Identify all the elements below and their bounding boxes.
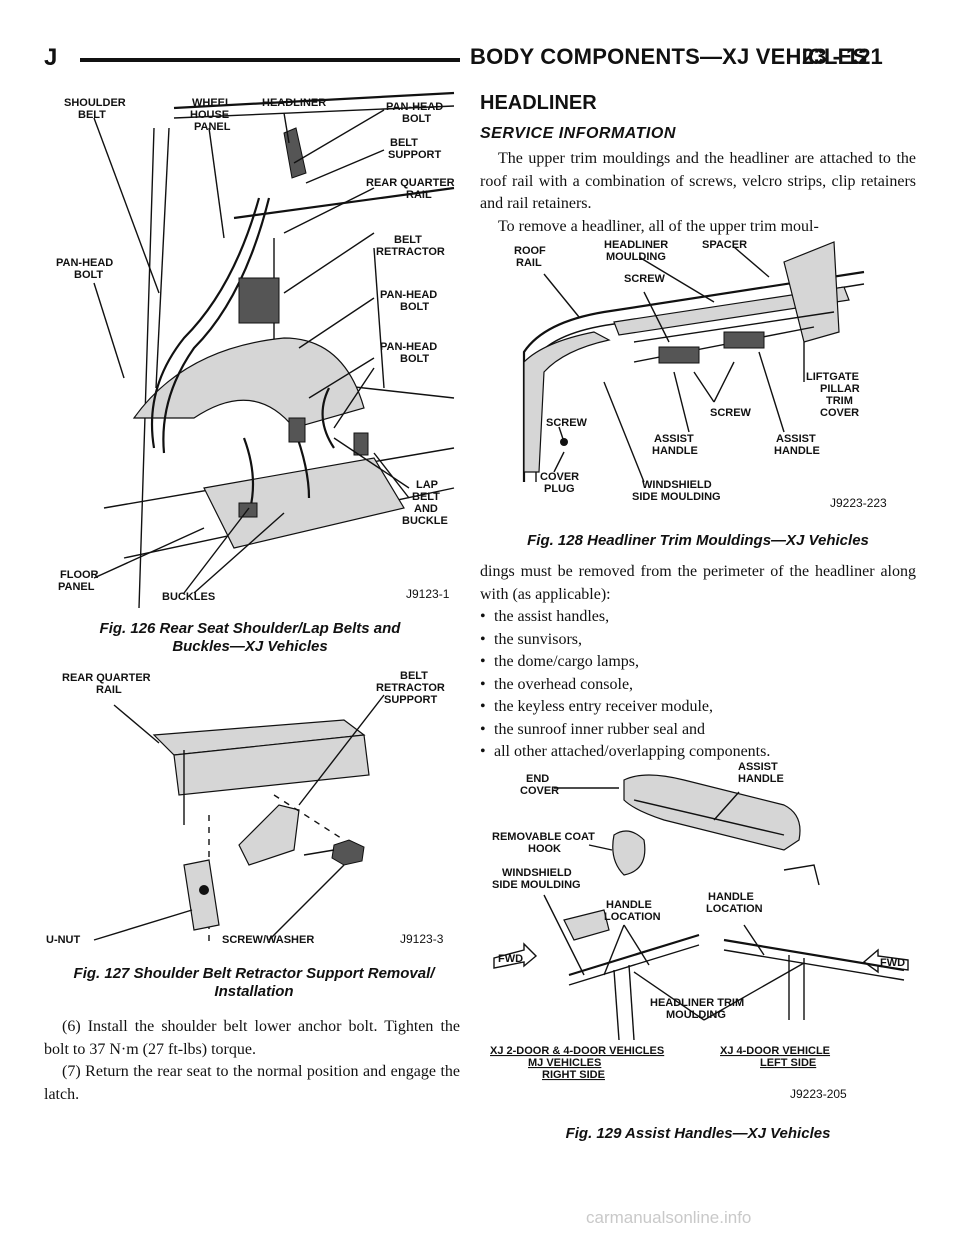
removal-list: the assist handles, the sunvisors, the d… xyxy=(480,606,916,764)
header-title: BODY COMPONENTS—XJ VEHICLES xyxy=(470,44,868,69)
label-fwd-right: FWD xyxy=(880,957,905,969)
label-fwd-left: FWD xyxy=(498,953,523,965)
fig127-code: J9123-3 xyxy=(400,932,444,946)
label-u-nut: U-NUT xyxy=(46,934,80,946)
watermark: carmanualsonline.info xyxy=(586,1208,752,1227)
fig129-caption: Fig. 129 Assist Handles—XJ Vehicles xyxy=(565,1125,831,1142)
label-headliner: HEADLINER xyxy=(262,97,326,109)
headliner-removal-text: dings must be removed from the perimeter… xyxy=(480,561,916,606)
fig128-caption: Fig. 128 Headliner Trim Mouldings—XJ Veh… xyxy=(527,532,869,549)
fig128-code: J9223-223 xyxy=(830,496,887,510)
headliner-intro: The upper trim mouldings and the headlin… xyxy=(480,148,916,238)
step-7: (7) Return the rear seat to the normal p… xyxy=(44,1063,460,1103)
label-screw-washer: SCREW/WASHER xyxy=(222,934,314,946)
subsection-heading: SERVICE INFORMATION xyxy=(480,125,676,142)
step-6: (6) Install the shoulder belt lower anch… xyxy=(44,1018,460,1058)
fig126-caption: Fig. 126 Rear Seat Shoulder/Lap Belts an… xyxy=(99,620,401,655)
label-buckles: BUCKLES xyxy=(162,591,215,603)
page-number: 23 - 121 xyxy=(802,44,883,69)
left-body-text: (6) Install the shoulder belt lower anch… xyxy=(44,1016,460,1106)
headliner-para-3: dings must be removed from the perimeter… xyxy=(480,563,916,603)
list-item: the keyless entry receiver module, xyxy=(480,696,916,719)
list-item: the sunvisors, xyxy=(480,629,916,652)
list-item: the assist handles, xyxy=(480,606,916,629)
headliner-para-1: The upper trim mouldings and the headlin… xyxy=(480,150,916,212)
fig129-code: J9223-205 xyxy=(790,1087,847,1101)
list-item: the dome/cargo lamps, xyxy=(480,651,916,674)
label-screw-top: SCREW xyxy=(624,273,666,285)
list-item: all other attached/overlapping component… xyxy=(480,741,916,764)
fig126-code: J9123-1 xyxy=(406,587,450,601)
list-item: the overhead console, xyxy=(480,674,916,697)
label-spacer: SPACER xyxy=(702,239,747,251)
headliner-para-2: To remove a headliner, all of the upper … xyxy=(498,217,819,235)
label-screw-left: SCREW xyxy=(546,417,588,429)
fig127-caption: Fig. 127 Shoulder Belt Retractor Support… xyxy=(73,965,435,1000)
header-rule xyxy=(80,58,460,62)
section-heading: HEADLINER xyxy=(480,92,597,114)
header-letter: J xyxy=(44,44,58,71)
label-screw-mid: SCREW xyxy=(710,407,752,419)
list-item: the sunroof inner rubber seal and xyxy=(480,719,916,742)
